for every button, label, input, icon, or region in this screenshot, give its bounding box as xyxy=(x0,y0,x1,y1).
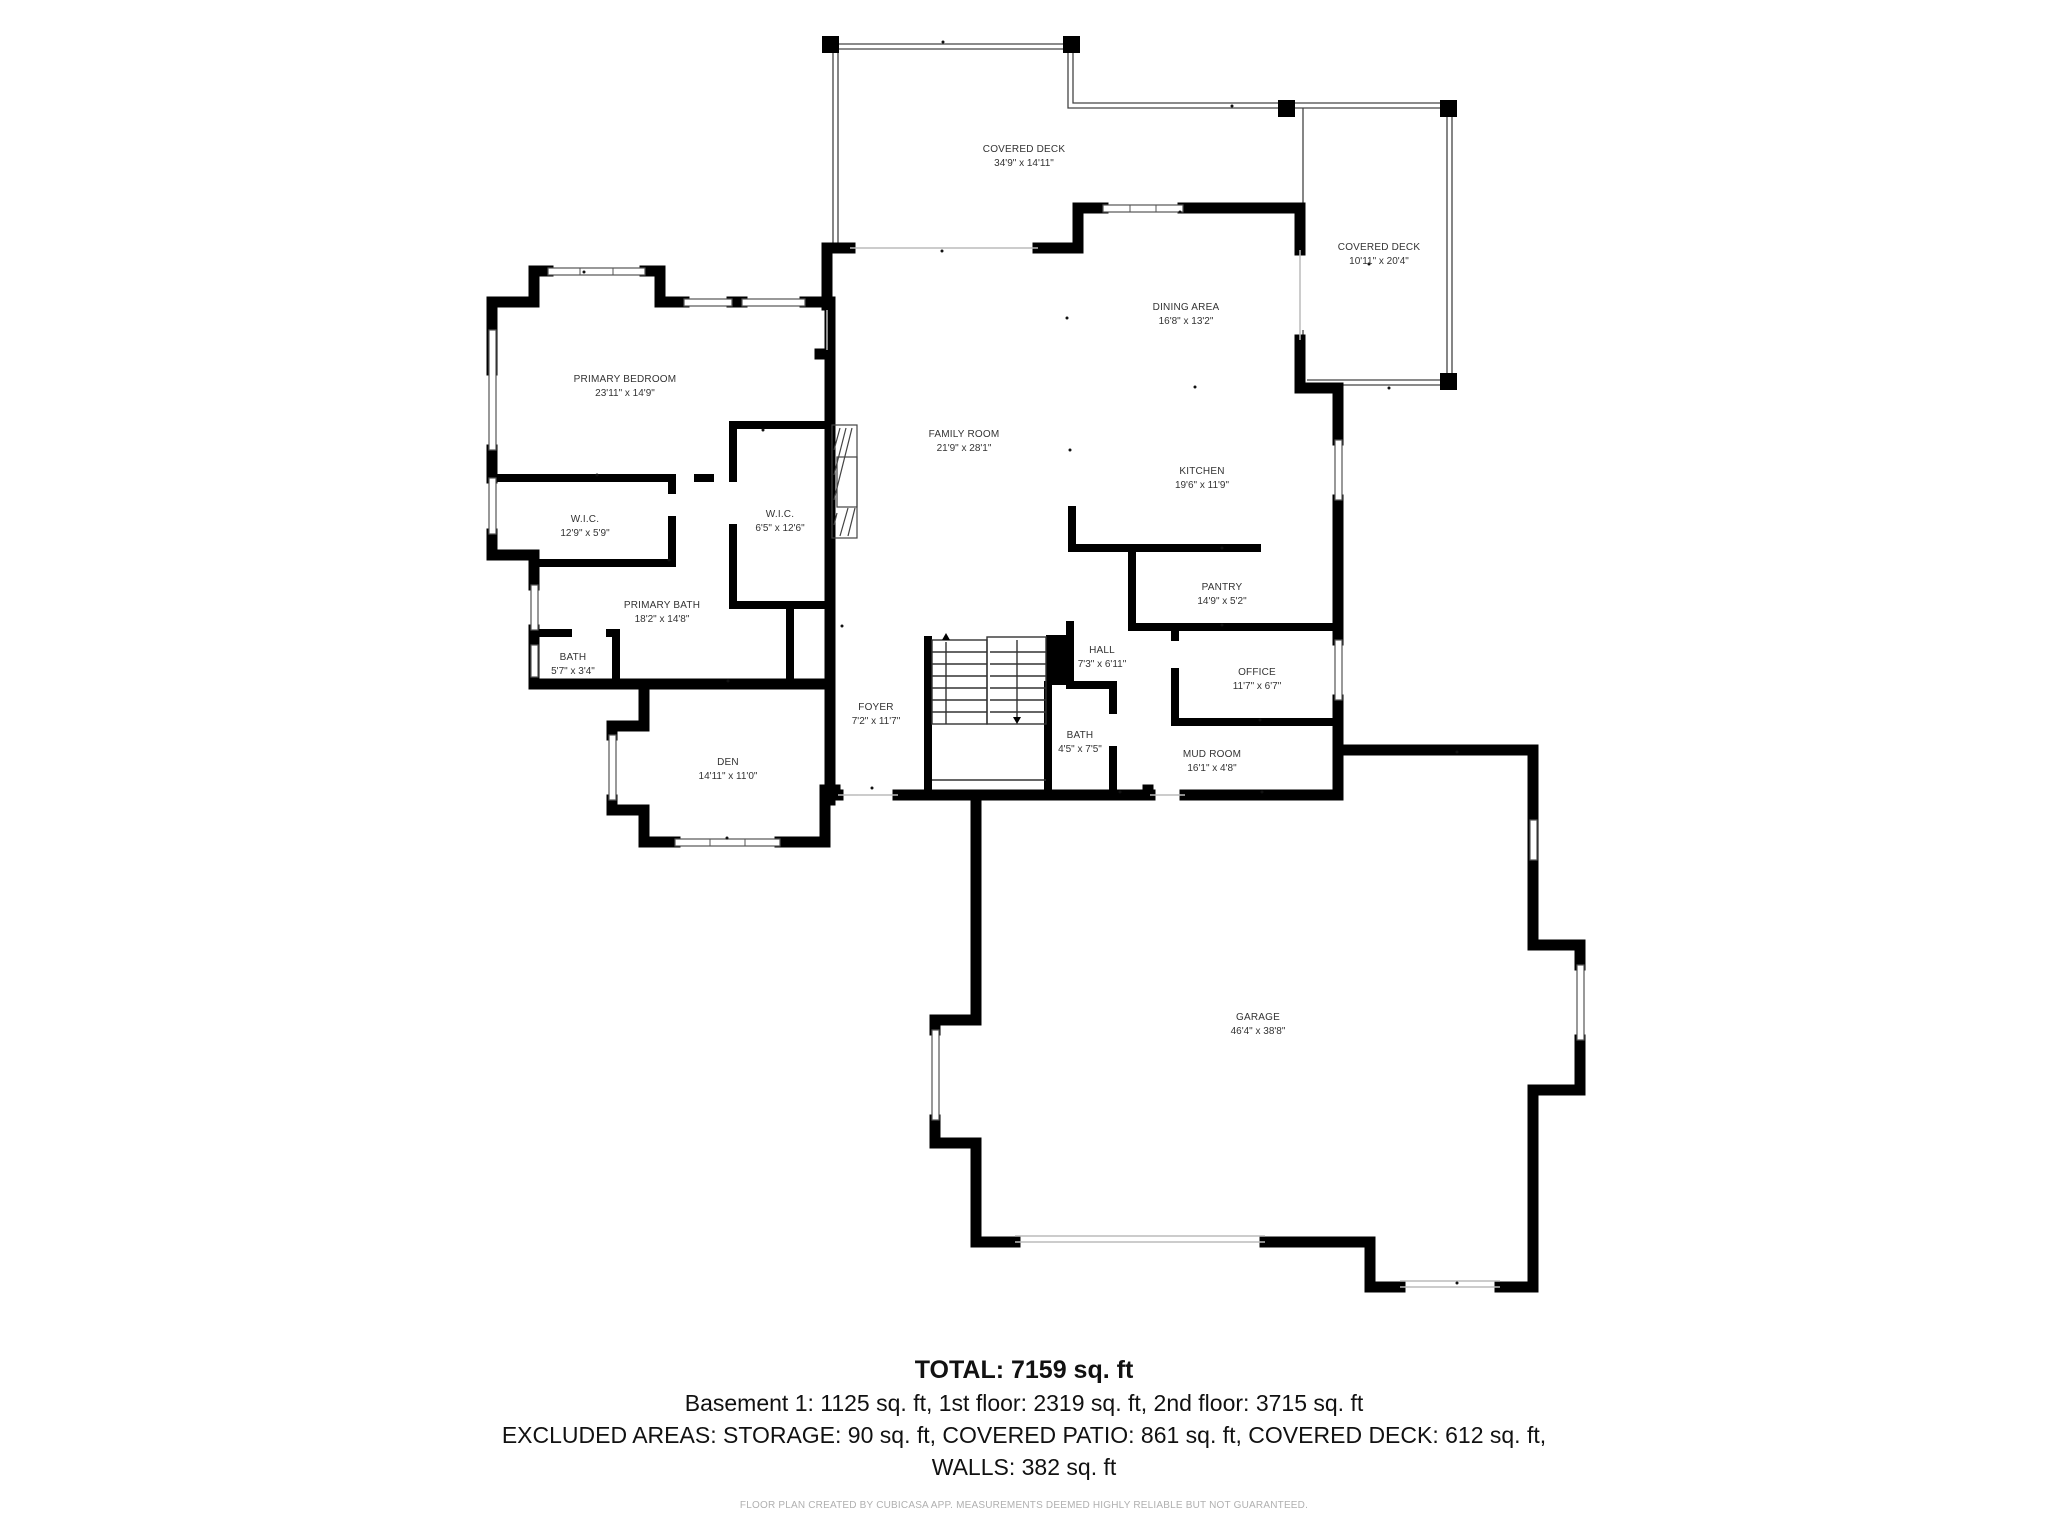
covered-deck-structure xyxy=(822,36,1457,390)
walls-area: WALLS: 382 sq. ft xyxy=(931,1454,1117,1480)
room-bath-1[interactable]: BATH 5'7" x 3'4" xyxy=(551,652,595,677)
room-dimensions: 34'9" x 14'11" xyxy=(994,158,1054,169)
room-bath-2[interactable]: BATH 4'5" x 7'5" xyxy=(1058,730,1102,755)
room-dimensions: 23'11" x 14'9" xyxy=(595,388,655,399)
room-name: FOYER xyxy=(858,702,893,713)
room-kitchen[interactable]: KITCHEN 19'6" x 11'9" xyxy=(1175,466,1230,491)
room-name: BATH xyxy=(1067,730,1094,741)
room-dimensions: 12'9" x 5'9" xyxy=(560,528,610,539)
room-mud-room[interactable]: MUD ROOM 16'1" x 4'8" xyxy=(1183,749,1241,774)
room-foyer[interactable]: FOYER 7'2" x 11'7" xyxy=(852,702,901,727)
floor-areas: Basement 1: 1125 sq. ft, 1st floor: 2319… xyxy=(684,1390,1364,1416)
room-name: KITCHEN xyxy=(1179,466,1224,477)
room-dimensions: 19'6" x 11'9" xyxy=(1175,480,1230,491)
room-dimensions: 5'7" x 3'4" xyxy=(551,666,595,677)
room-wic-2[interactable]: W.I.C. 6'5" x 12'6" xyxy=(755,509,805,534)
interior-walls xyxy=(488,421,1342,799)
room-name: DEN xyxy=(717,757,739,768)
room-name: PRIMARY BATH xyxy=(624,600,700,611)
room-dimensions: 14'11" x 11'0" xyxy=(699,771,758,782)
room-dimensions: 4'5" x 7'5" xyxy=(1058,744,1102,755)
disclaimer: FLOOR PLAN CREATED BY CUBICASA APP. MEAS… xyxy=(739,1500,1309,1511)
room-name: DINING AREA xyxy=(1153,302,1220,313)
room-primary-bedroom[interactable]: PRIMARY BEDROOM 23'11" x 14'9" xyxy=(574,374,677,399)
room-hall[interactable]: HALL 7'3" x 6'11" xyxy=(1078,645,1127,670)
room-dimensions: 10'11" x 20'4" xyxy=(1349,256,1409,267)
room-pantry[interactable]: PANTRY 14'9" x 5'2" xyxy=(1197,582,1247,607)
room-name: COVERED DECK xyxy=(1338,242,1421,253)
room-name: MUD ROOM xyxy=(1183,749,1241,760)
room-name: FAMILY ROOM xyxy=(929,429,1000,440)
room-covered-deck-1[interactable]: COVERED DECK 34'9" x 14'11" xyxy=(983,144,1066,169)
room-primary-bath[interactable]: PRIMARY BATH 18'2" x 14'8" xyxy=(624,600,700,625)
door-openings xyxy=(826,247,1500,1288)
room-dimensions: 6'5" x 12'6" xyxy=(755,523,805,534)
room-name: GARAGE xyxy=(1236,1012,1280,1023)
total-area: TOTAL: 7159 sq. ft xyxy=(914,1356,1134,1384)
exterior-walls xyxy=(486,202,1586,1293)
room-dimensions: 46'4" x 38'8" xyxy=(1231,1026,1286,1037)
excluded-areas: EXCLUDED AREAS: STORAGE: 90 sq. ft, COVE… xyxy=(501,1422,1547,1448)
measurement-markers xyxy=(582,40,1459,1285)
room-name: BATH xyxy=(560,652,587,663)
room-dimensions: 16'8" x 13'2" xyxy=(1159,316,1214,327)
room-dimensions: 11'7" x 6'7" xyxy=(1233,681,1282,692)
room-dimensions: 18'2" x 14'8" xyxy=(635,614,690,625)
room-name: HALL xyxy=(1089,645,1115,656)
room-name: PANTRY xyxy=(1202,582,1243,593)
room-labels: COVERED DECK 34'9" x 14'11" COVERED DECK… xyxy=(551,144,1420,1037)
room-covered-deck-2[interactable]: COVERED DECK 10'11" x 20'4" xyxy=(1338,242,1421,267)
room-name: W.I.C. xyxy=(766,509,794,520)
windows xyxy=(488,204,1585,1121)
room-name: OFFICE xyxy=(1238,667,1276,678)
room-dining-area[interactable]: DINING AREA 16'8" x 13'2" xyxy=(1153,302,1220,327)
room-garage[interactable]: GARAGE 46'4" x 38'8" xyxy=(1231,1012,1286,1037)
room-dimensions: 7'2" x 11'7" xyxy=(852,716,901,727)
room-dimensions: 7'3" x 6'11" xyxy=(1078,659,1127,670)
room-office[interactable]: OFFICE 11'7" x 6'7" xyxy=(1233,667,1282,692)
room-dimensions: 16'1" x 4'8" xyxy=(1187,763,1237,774)
room-dimensions: 14'9" x 5'2" xyxy=(1197,596,1247,607)
room-den[interactable]: DEN 14'11" x 11'0" xyxy=(699,757,758,782)
room-name: PRIMARY BEDROOM xyxy=(574,374,677,385)
staircase[interactable] xyxy=(931,633,1047,781)
fireplace xyxy=(831,424,858,539)
room-name: W.I.C. xyxy=(571,514,599,525)
room-name: COVERED DECK xyxy=(983,144,1066,155)
room-wic-1[interactable]: W.I.C. 12'9" x 5'9" xyxy=(560,514,610,539)
room-dimensions: 21'9" x 28'1" xyxy=(937,443,992,454)
room-family-room[interactable]: FAMILY ROOM 21'9" x 28'1" xyxy=(929,429,1000,454)
